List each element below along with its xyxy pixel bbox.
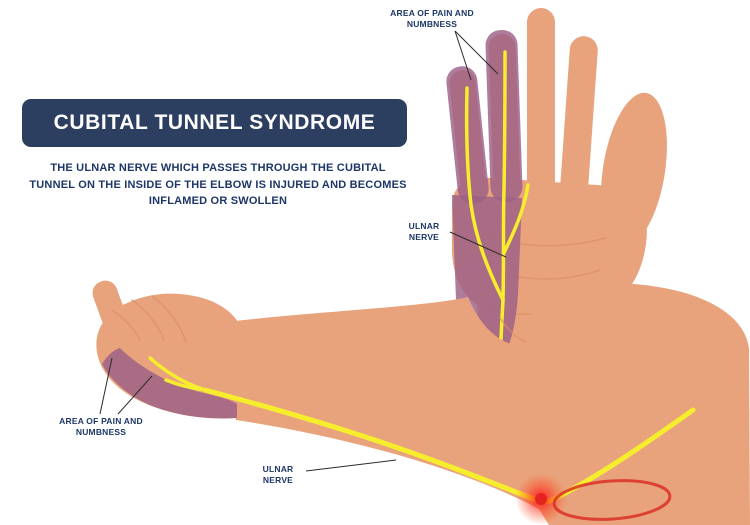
arm-illustration	[92, 280, 750, 525]
pointer-lines	[99, 30, 507, 472]
ulnar-nerve-hand-branch	[164, 378, 207, 392]
curled-finger	[140, 339, 200, 381]
arm-nerve-label: ULNAR NERVE	[262, 464, 294, 486]
inflammation-core	[535, 493, 547, 505]
arm	[226, 282, 750, 525]
page-title: CUBITAL TUNNEL SYNDROME	[22, 99, 407, 147]
red-annotation-circle	[552, 479, 672, 521]
ulnar-nerve-arm	[202, 387, 696, 504]
index-finger	[560, 36, 598, 201]
hand-pain-label: AREA OF PAIN AND NUMBNESS	[390, 8, 474, 30]
ulnar-nerve-middle-branch	[501, 183, 530, 257]
ulnar-nerve-pinky-branch	[464, 86, 505, 302]
description-text: THE ULNAR NERVE WHICH PASSES THROUGH THE…	[29, 162, 407, 207]
page-title-text: CUBITAL TUNNEL SYNDROME	[53, 111, 376, 134]
middle-finger	[527, 8, 555, 198]
hand-nerve-label: ULNAR NERVE	[408, 221, 440, 243]
ulnar-nerve-ring-branch	[497, 50, 507, 378]
arm-pain-label: AREA OF PAIN AND NUMBNESS	[59, 416, 143, 438]
